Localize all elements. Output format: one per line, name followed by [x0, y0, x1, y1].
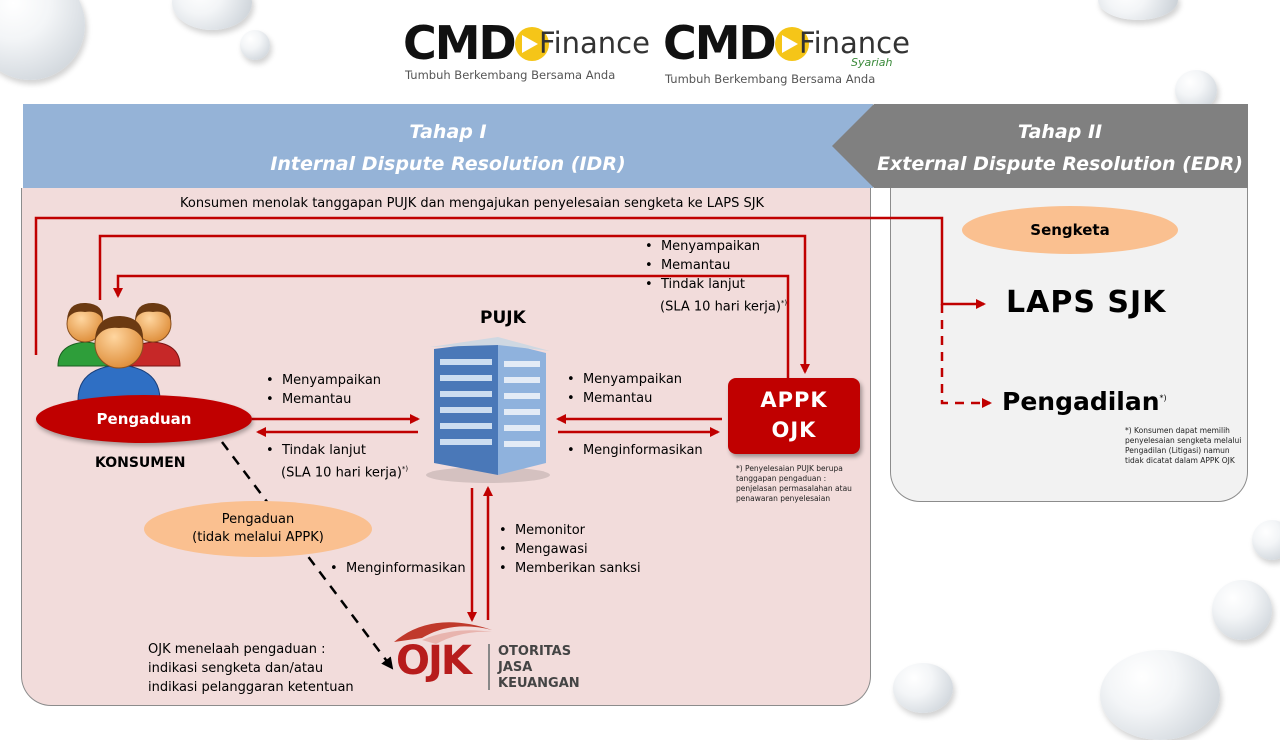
- bullet-text: Tindak lanjut: [281, 443, 366, 458]
- stage-2-title: Tahap II: [1017, 121, 1103, 143]
- note-line: *) Penyelesaian PUJK berupa: [736, 464, 843, 473]
- bullet-text: Menyampaikan: [660, 239, 761, 254]
- cmd-finance-syariah-logo: CMD Finance Syariah Tumbuh Berkembang Be…: [663, 14, 913, 94]
- note-line: penawaran penyelesaian: [736, 494, 831, 503]
- stage-1-subtitle: Internal Dispute Resolution (IDR): [270, 153, 626, 175]
- water-drop: [1252, 520, 1280, 560]
- court-footnote: *) Konsumen dapat memilih penyelesaian s…: [1125, 426, 1241, 466]
- water-drop: [240, 30, 270, 60]
- note-line: tidak dicatat dalam APPK OJK: [1125, 456, 1235, 465]
- note-line: tanggapan pengaduan :: [736, 474, 827, 483]
- sengketa-label: Sengketa: [1030, 221, 1110, 239]
- footnote-mark: *): [401, 465, 409, 473]
- bullet-text: Tindak lanjut: [660, 277, 745, 292]
- ojk-line3: KEUANGAN: [498, 676, 580, 691]
- pengaduan-ellipse: Pengaduan: [36, 395, 252, 443]
- footnote-mark: *): [1159, 393, 1167, 403]
- ojk-line2: JASA: [498, 660, 533, 675]
- pujk-to-consumer-bullets: • Tindak lanjut (SLA 10 hari kerja)*): [266, 443, 409, 481]
- appk-top-bullets: • Menyampaikan • Memantau • Tindak lanju…: [645, 239, 788, 315]
- logo-brand: CMD: [663, 16, 777, 70]
- pujk-to-appk-bullet: • Menginformasikan: [567, 443, 703, 458]
- pujk-label: PUJK: [480, 308, 526, 328]
- note-line: penjelasan permasalahan atau: [736, 484, 852, 493]
- stage-2-header: Tahap II External Dispute Resolution (ED…: [832, 104, 1248, 188]
- consumer-to-pujk-bullets: • Menyampaikan • Memantau: [266, 373, 382, 407]
- court-dashed-arrow: [940, 304, 992, 408]
- pengadilan-label: Pengadilan*): [1002, 387, 1167, 416]
- stage-1-header: Tahap I Internal Dispute Resolution (IDR…: [23, 104, 873, 188]
- logo-product: Finance: [539, 26, 650, 60]
- ojk-divider: [488, 644, 490, 690]
- direct-line1: Pengaduan: [221, 512, 295, 527]
- flow-arrows: [34, 216, 992, 670]
- logo-product: Finance: [799, 26, 910, 60]
- water-drop: [1212, 580, 1272, 640]
- logo-brand: CMD: [403, 16, 517, 70]
- review-line: indikasi pelanggaran ketentuan: [148, 680, 354, 695]
- konsumen-label: KONSUMEN: [95, 455, 186, 471]
- stage-2-subtitle: External Dispute Resolution (EDR): [877, 153, 1243, 175]
- reject-arrow: [34, 216, 986, 355]
- note-line: *) Konsumen dapat memilih: [1125, 426, 1230, 435]
- water-drop: [1175, 70, 1217, 110]
- arrow-icon: [515, 27, 549, 61]
- note-line: Pengadilan (Litigasi) namun: [1125, 446, 1230, 455]
- bullet-text: Memonitor: [514, 523, 586, 538]
- building-icon: [426, 337, 550, 483]
- pengaduan-label: Pengaduan: [96, 410, 192, 428]
- direct-line2: (tidak melalui APPK): [192, 530, 324, 545]
- appk-to-consumer-arrow: [113, 274, 790, 378]
- bullet-text: Memantau: [582, 391, 653, 406]
- direct-to-ojk-arrow: [221, 441, 394, 670]
- appk-to-pujk-bullets: • Menyampaikan • Memantau: [567, 372, 683, 406]
- water-drop: [1098, 0, 1178, 20]
- bullet-text: Memantau: [660, 258, 731, 273]
- stage-1-title: Tahap I: [409, 121, 487, 143]
- footnote-mark: *): [780, 299, 788, 307]
- review-line: indikasi sengketa dan/atau: [148, 661, 324, 676]
- ojk-supervise-bullets: • Memonitor • Mengawasi • Memberikan san…: [499, 523, 641, 576]
- sla-text: (SLA 10 hari kerja): [660, 299, 781, 315]
- ojk-line1: OTORITAS: [498, 644, 572, 659]
- sla-text: (SLA 10 hari kerja): [281, 465, 402, 481]
- cmd-finance-logo: CMD Finance Tumbuh Berkembang Bersama An…: [403, 14, 653, 94]
- bullet-text: Menyampaikan: [281, 373, 382, 388]
- laps-sjk-label: LAPS SJK: [1006, 285, 1167, 320]
- bullet-text: Menyampaikan: [582, 372, 683, 387]
- appk-ojk-box: APPK OJK: [728, 378, 860, 454]
- bullet-text: Memberikan sanksi: [514, 561, 641, 576]
- bullet-text: Menginformasikan: [345, 561, 466, 576]
- direct-complaint-pill: Pengaduan (tidak melalui APPK): [144, 501, 372, 557]
- pengadilan-text: Pengadilan: [1002, 387, 1160, 416]
- water-drop: [893, 663, 953, 713]
- logo-tagline: Tumbuh Berkembang Bersama Anda: [405, 68, 616, 82]
- appk-footnote: *) Penyelesaian PUJK berupa tanggapan pe…: [736, 464, 852, 504]
- sengketa-pill: Sengketa: [962, 206, 1178, 254]
- ojk-mark: OJK: [396, 638, 472, 684]
- note-line: penyelesaian sengketa melalui: [1125, 436, 1242, 445]
- bullet-text: Menginformasikan: [582, 443, 703, 458]
- reject-text: Konsumen menolak tanggapan PUJK dan meng…: [180, 196, 765, 211]
- ojk-logo: OJK OTORITAS JASA KEUANGAN: [392, 616, 592, 696]
- logo-syariah: Syariah: [851, 56, 893, 69]
- consumers-icon: [57, 302, 181, 400]
- bullet-text: Memantau: [281, 392, 352, 407]
- consumer-to-appk-arrow: [98, 234, 810, 374]
- bullet-text: Mengawasi: [514, 542, 588, 557]
- appk-line1: APPK: [760, 388, 828, 412]
- appk-line2: OJK: [771, 418, 817, 442]
- direct-inform-bullet: • Menginformasikan: [330, 561, 466, 576]
- ojk-logo-text: OTORITAS JASA KEUANGAN: [498, 644, 580, 692]
- logo-tagline: Tumbuh Berkembang Bersama Anda: [665, 72, 876, 86]
- ojk-review-text: OJK menelaah pengaduan : indikasi sengke…: [148, 640, 354, 697]
- arrow-icon: [775, 27, 809, 61]
- review-line: OJK menelaah pengaduan :: [148, 642, 326, 657]
- ojk-swoosh-icon: [394, 622, 492, 644]
